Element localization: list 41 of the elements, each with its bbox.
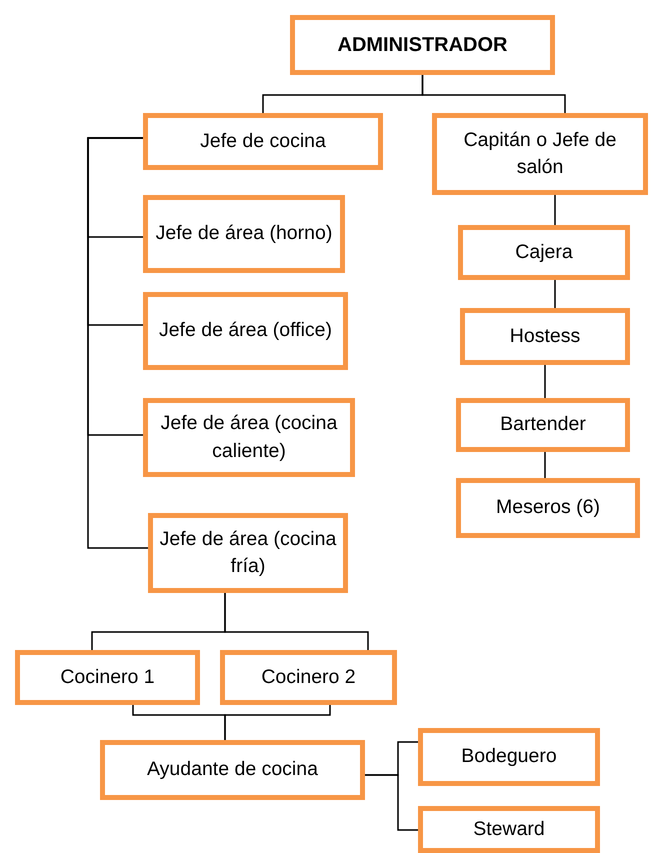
connector-line (544, 452, 546, 478)
position-title: Cocinero 2 (261, 664, 356, 690)
position-title: Cajera (515, 240, 573, 265)
org-box (418, 806, 600, 853)
position-title: Bodeguero (461, 744, 557, 770)
org-box (220, 650, 397, 705)
connector-line (422, 75, 566, 113)
org-box (15, 650, 200, 705)
org-box (456, 398, 630, 452)
position-title: Steward (473, 816, 545, 842)
position-title: Bartender (500, 412, 586, 438)
connector-line (224, 705, 331, 740)
position-title: Hostess (510, 324, 580, 349)
position-title: Jefe de área (office) (158, 318, 332, 344)
connector-line (87, 137, 148, 549)
position-title: Jefe de área (horno) (156, 221, 332, 246)
org-box (458, 225, 630, 280)
position-title: Cocinero 1 (60, 664, 155, 690)
position-title: Ayudante de cocina (147, 757, 318, 782)
org-box (460, 308, 630, 365)
org-box (418, 728, 600, 786)
connector-line (544, 365, 546, 398)
position-title: Meseros (6) (496, 495, 600, 520)
org-box (290, 15, 555, 75)
org-box (143, 292, 348, 370)
org-box (143, 195, 345, 273)
org-box (100, 740, 365, 800)
position-title: Jefe de área (cocina caliente) (160, 411, 338, 464)
org-box (143, 398, 355, 477)
connector-line (554, 280, 556, 308)
position-title: Jefe de área (cocina fría) (159, 526, 337, 579)
connector-line (224, 593, 369, 650)
org-box (432, 113, 648, 195)
org-box (148, 513, 348, 593)
position-title: Capitán o Jefe de salón (462, 128, 618, 180)
org-box (456, 478, 640, 538)
position-title: Jefe de cocina (200, 128, 326, 154)
connector-line (365, 774, 418, 831)
connector-line (554, 195, 556, 225)
org-box (143, 113, 383, 170)
position-title: ADMINISTRADOR (338, 33, 508, 58)
